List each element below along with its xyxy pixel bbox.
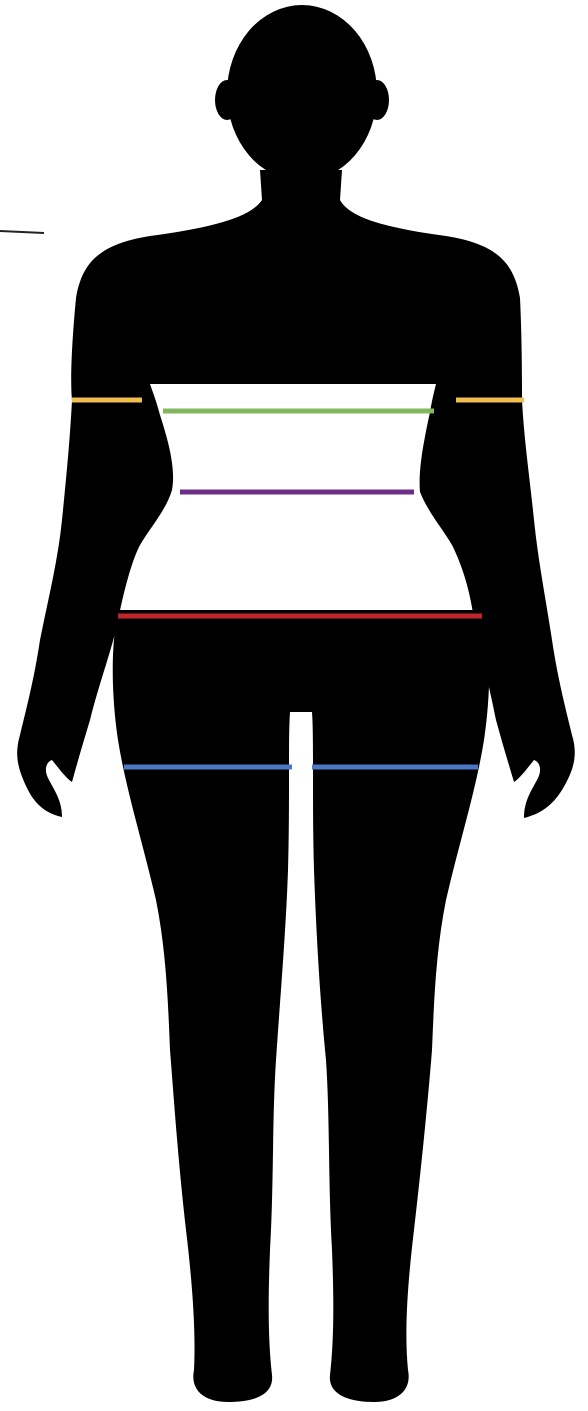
ear-right (365, 80, 389, 120)
head (227, 5, 377, 181)
ear-left (215, 80, 239, 120)
